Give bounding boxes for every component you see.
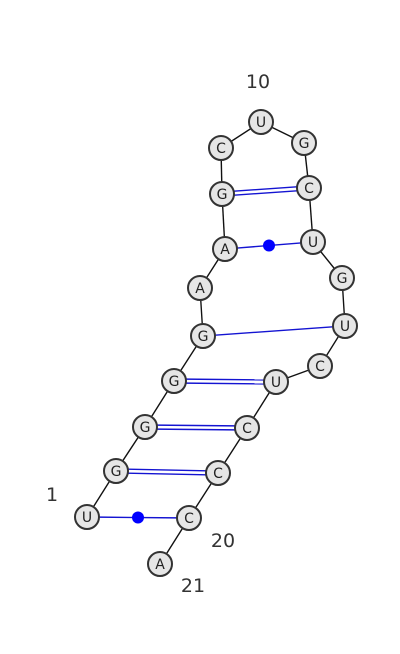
nucleotide-circle (205, 460, 231, 486)
nucleotide-circle (161, 368, 187, 394)
nucleotide-4: G (161, 368, 187, 394)
position-label-10: 10 (246, 71, 270, 93)
nucleotide-10: U (248, 109, 274, 135)
nucleotide-circle (132, 414, 158, 440)
nucleotide-7: A (212, 236, 238, 262)
nucleotide-letter: C (315, 359, 325, 375)
base-pair-1-20-dot (132, 511, 144, 524)
nucleotide-circle (190, 323, 216, 349)
nucleotide-letter: G (140, 420, 151, 436)
nucleotide-circle (248, 109, 274, 135)
position-label-20: 20 (211, 530, 235, 552)
nucleotide-circle (103, 458, 129, 484)
nucleotide-letter: G (198, 329, 209, 345)
nucleotide-8: G (209, 181, 235, 207)
nucleotide-letter: U (256, 115, 266, 131)
nucleotide-letter: C (242, 421, 252, 437)
nucleotide-letter: C (213, 466, 223, 482)
nucleotide-letter: A (220, 242, 230, 258)
nucleotide-14: G (329, 265, 355, 291)
base-pair-7-13-dot (263, 239, 275, 252)
nucleotide-circle (263, 369, 289, 395)
nucleotide-3: G (132, 414, 158, 440)
nucleotide-circle (187, 275, 213, 301)
nucleotide-11: G (291, 130, 317, 156)
position-label-21: 21 (181, 575, 205, 597)
nucleotide-letter: A (195, 281, 205, 297)
nucleotide-circle (234, 415, 260, 441)
nucleotide-6: A (187, 275, 213, 301)
nucleotide-letter: U (82, 510, 92, 526)
nucleotide-circle (176, 505, 202, 531)
nucleotide-circle (208, 135, 234, 161)
nucleotide-19: C (205, 460, 231, 486)
nucleotide-circle (300, 229, 326, 255)
base-pair-8-12-line-a (234, 190, 298, 196)
nucleotide-letter: U (308, 235, 318, 251)
nucleotide-circle (307, 353, 333, 379)
nucleotide-2: G (103, 458, 129, 484)
nucleotide-circle (332, 313, 358, 339)
nucleotide-letter: C (304, 181, 314, 197)
nucleotide-letter: U (271, 375, 281, 391)
nucleotide-letter: A (155, 557, 165, 573)
position-labels-layer: 1 10 20 21 (46, 71, 270, 597)
nucleotide-20: C (176, 505, 202, 531)
nucleotide-letter: G (217, 187, 228, 203)
nucleotide-letter: G (299, 136, 310, 152)
base-pair-5-15-line (214, 326, 334, 336)
nucleotide-circle (291, 130, 317, 156)
base-pair-3-18-line-b (157, 424, 236, 427)
base-pair-2-19-line-a (127, 472, 206, 476)
nucleotide-15: U (332, 313, 358, 339)
nucleotide-letter: G (169, 374, 180, 390)
base-pair-4-17-line-b (186, 378, 265, 381)
nucleotide-circle (329, 265, 355, 291)
nucleotide-13: U (300, 229, 326, 255)
nucleotide-18: C (234, 415, 260, 441)
nucleotide-letter: G (337, 271, 348, 287)
nucleotide-letter: G (111, 464, 122, 480)
nucleotide-letter: C (184, 511, 194, 527)
position-label-1: 1 (46, 484, 58, 506)
nucleotide-12: C (296, 175, 322, 201)
base-pair-2-19-line-b (128, 468, 207, 472)
nucleotides-layer: U G G G G A A G C U G C U G U C U C C C A (74, 109, 358, 577)
nucleotide-1: U (74, 504, 100, 530)
nucleotide-circle (212, 236, 238, 262)
nucleotide-letter: U (340, 319, 350, 335)
base-pairs-layer (98, 186, 334, 524)
nucleotide-21: A (147, 551, 173, 577)
nucleotide-letter: C (216, 141, 226, 157)
nucleotide-5: G (190, 323, 216, 349)
nucleotide-16: C (307, 353, 333, 379)
nucleotide-circle (74, 504, 100, 530)
nucleotide-17: U (263, 369, 289, 395)
nucleotide-circle (209, 181, 235, 207)
base-pair-8-12-line-b (233, 186, 297, 192)
base-pair-4-17-line-a (185, 382, 264, 385)
nucleotide-circle (147, 551, 173, 577)
nucleotide-9: C (208, 135, 234, 161)
base-pair-3-18-line-a (156, 428, 235, 431)
nucleotide-circle (296, 175, 322, 201)
